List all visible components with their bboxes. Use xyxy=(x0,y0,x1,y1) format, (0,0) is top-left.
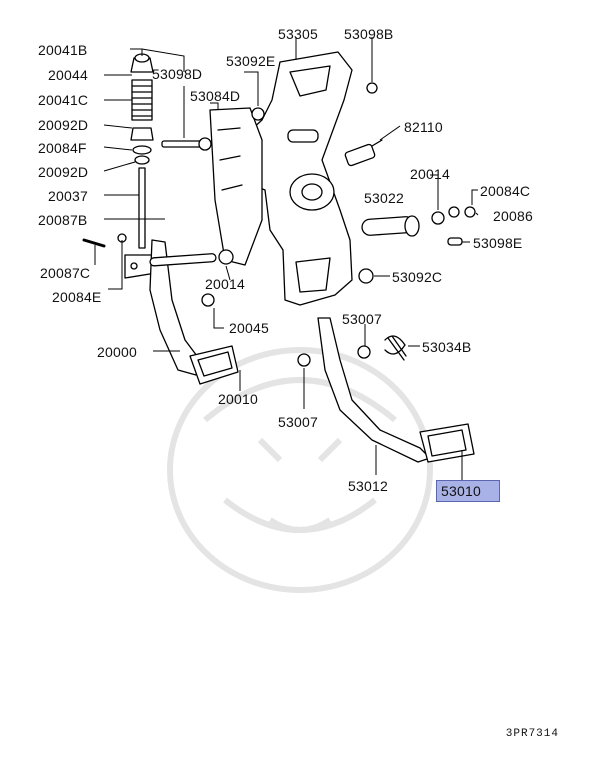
callout-20041c: 20041C xyxy=(38,92,89,108)
callout-20084e: 20084E xyxy=(52,289,102,305)
callout-20045: 20045 xyxy=(229,320,269,336)
callout-53098b: 53098B xyxy=(344,26,394,42)
callout-53010-highlighted: 53010 xyxy=(436,480,500,502)
brake-pedal xyxy=(297,317,475,463)
callout-20086: 20086 xyxy=(493,208,533,224)
callout-53305: 53305 xyxy=(278,26,318,42)
callout-53084d: 53084D xyxy=(190,88,241,104)
callout-82110: 82110 xyxy=(404,119,443,135)
callout-20092d: 20092D xyxy=(38,117,89,133)
callout-53012: 53012 xyxy=(348,478,388,494)
callout-53022: 53022 xyxy=(364,190,404,206)
callout-20087c: 20087C xyxy=(40,265,91,281)
pivot-shaft xyxy=(358,206,476,284)
callout-20084c: 20084C xyxy=(480,183,531,199)
callout-53092c: 53092C xyxy=(392,269,443,285)
callout-20014: 20014 xyxy=(205,276,245,292)
callout-20084f: 20084F xyxy=(38,140,87,156)
callout-53098d: 53098D xyxy=(152,66,203,82)
bolt-53098d xyxy=(161,107,265,151)
callout-20010: 20010 xyxy=(218,391,258,407)
callout-53007: 53007 xyxy=(278,414,318,430)
callout-53034b: 53034B xyxy=(422,339,472,355)
callout-20037: 20037 xyxy=(48,188,88,204)
diagram-code: 3PR7314 xyxy=(505,728,559,740)
callout-20087b: 20087B xyxy=(38,212,88,228)
callout-20044: 20044 xyxy=(48,67,88,83)
callout-53092e: 53092E xyxy=(226,53,276,69)
callout-53007: 53007 xyxy=(342,311,382,327)
watermark-emblem xyxy=(167,347,433,593)
callout-20000: 20000 xyxy=(97,344,137,360)
pedal-bracket xyxy=(209,51,353,306)
callout-53098e: 53098E xyxy=(473,235,523,251)
callout-20041b: 20041B xyxy=(38,42,88,58)
callout-20092d: 20092D xyxy=(38,164,89,180)
leader-lines xyxy=(94,37,479,480)
stop-lamp-switch xyxy=(344,82,383,167)
callout-20014: 20014 xyxy=(410,166,450,182)
clutch-pedal xyxy=(149,239,239,385)
